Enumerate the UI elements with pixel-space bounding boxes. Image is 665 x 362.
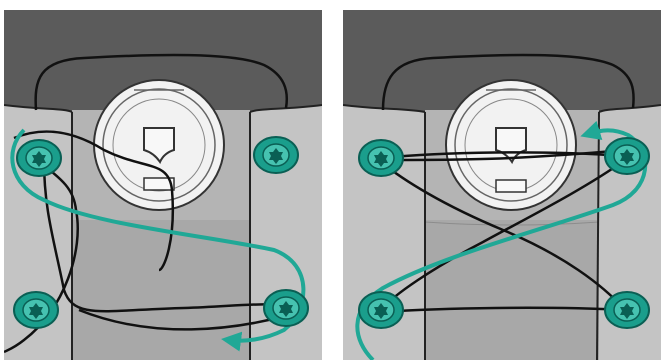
teal-torx-screw-icon <box>359 292 403 328</box>
teal-torx-screw-icon <box>254 137 298 173</box>
teal-torx-screw-icon <box>14 292 58 328</box>
round-valve-cap-icon <box>94 80 224 210</box>
teal-torx-screw-icon <box>359 140 403 176</box>
teal-torx-screw-icon <box>605 138 649 174</box>
teal-torx-screw-icon <box>264 290 308 326</box>
routing-diagram-right <box>343 10 661 360</box>
round-valve-cap-icon <box>446 80 576 210</box>
routing-diagram-left <box>4 10 322 360</box>
teal-torx-screw-icon <box>17 140 61 176</box>
teal-torx-screw-icon <box>605 292 649 328</box>
panel-left-routing <box>4 10 322 360</box>
panel-right-routing <box>343 10 661 360</box>
